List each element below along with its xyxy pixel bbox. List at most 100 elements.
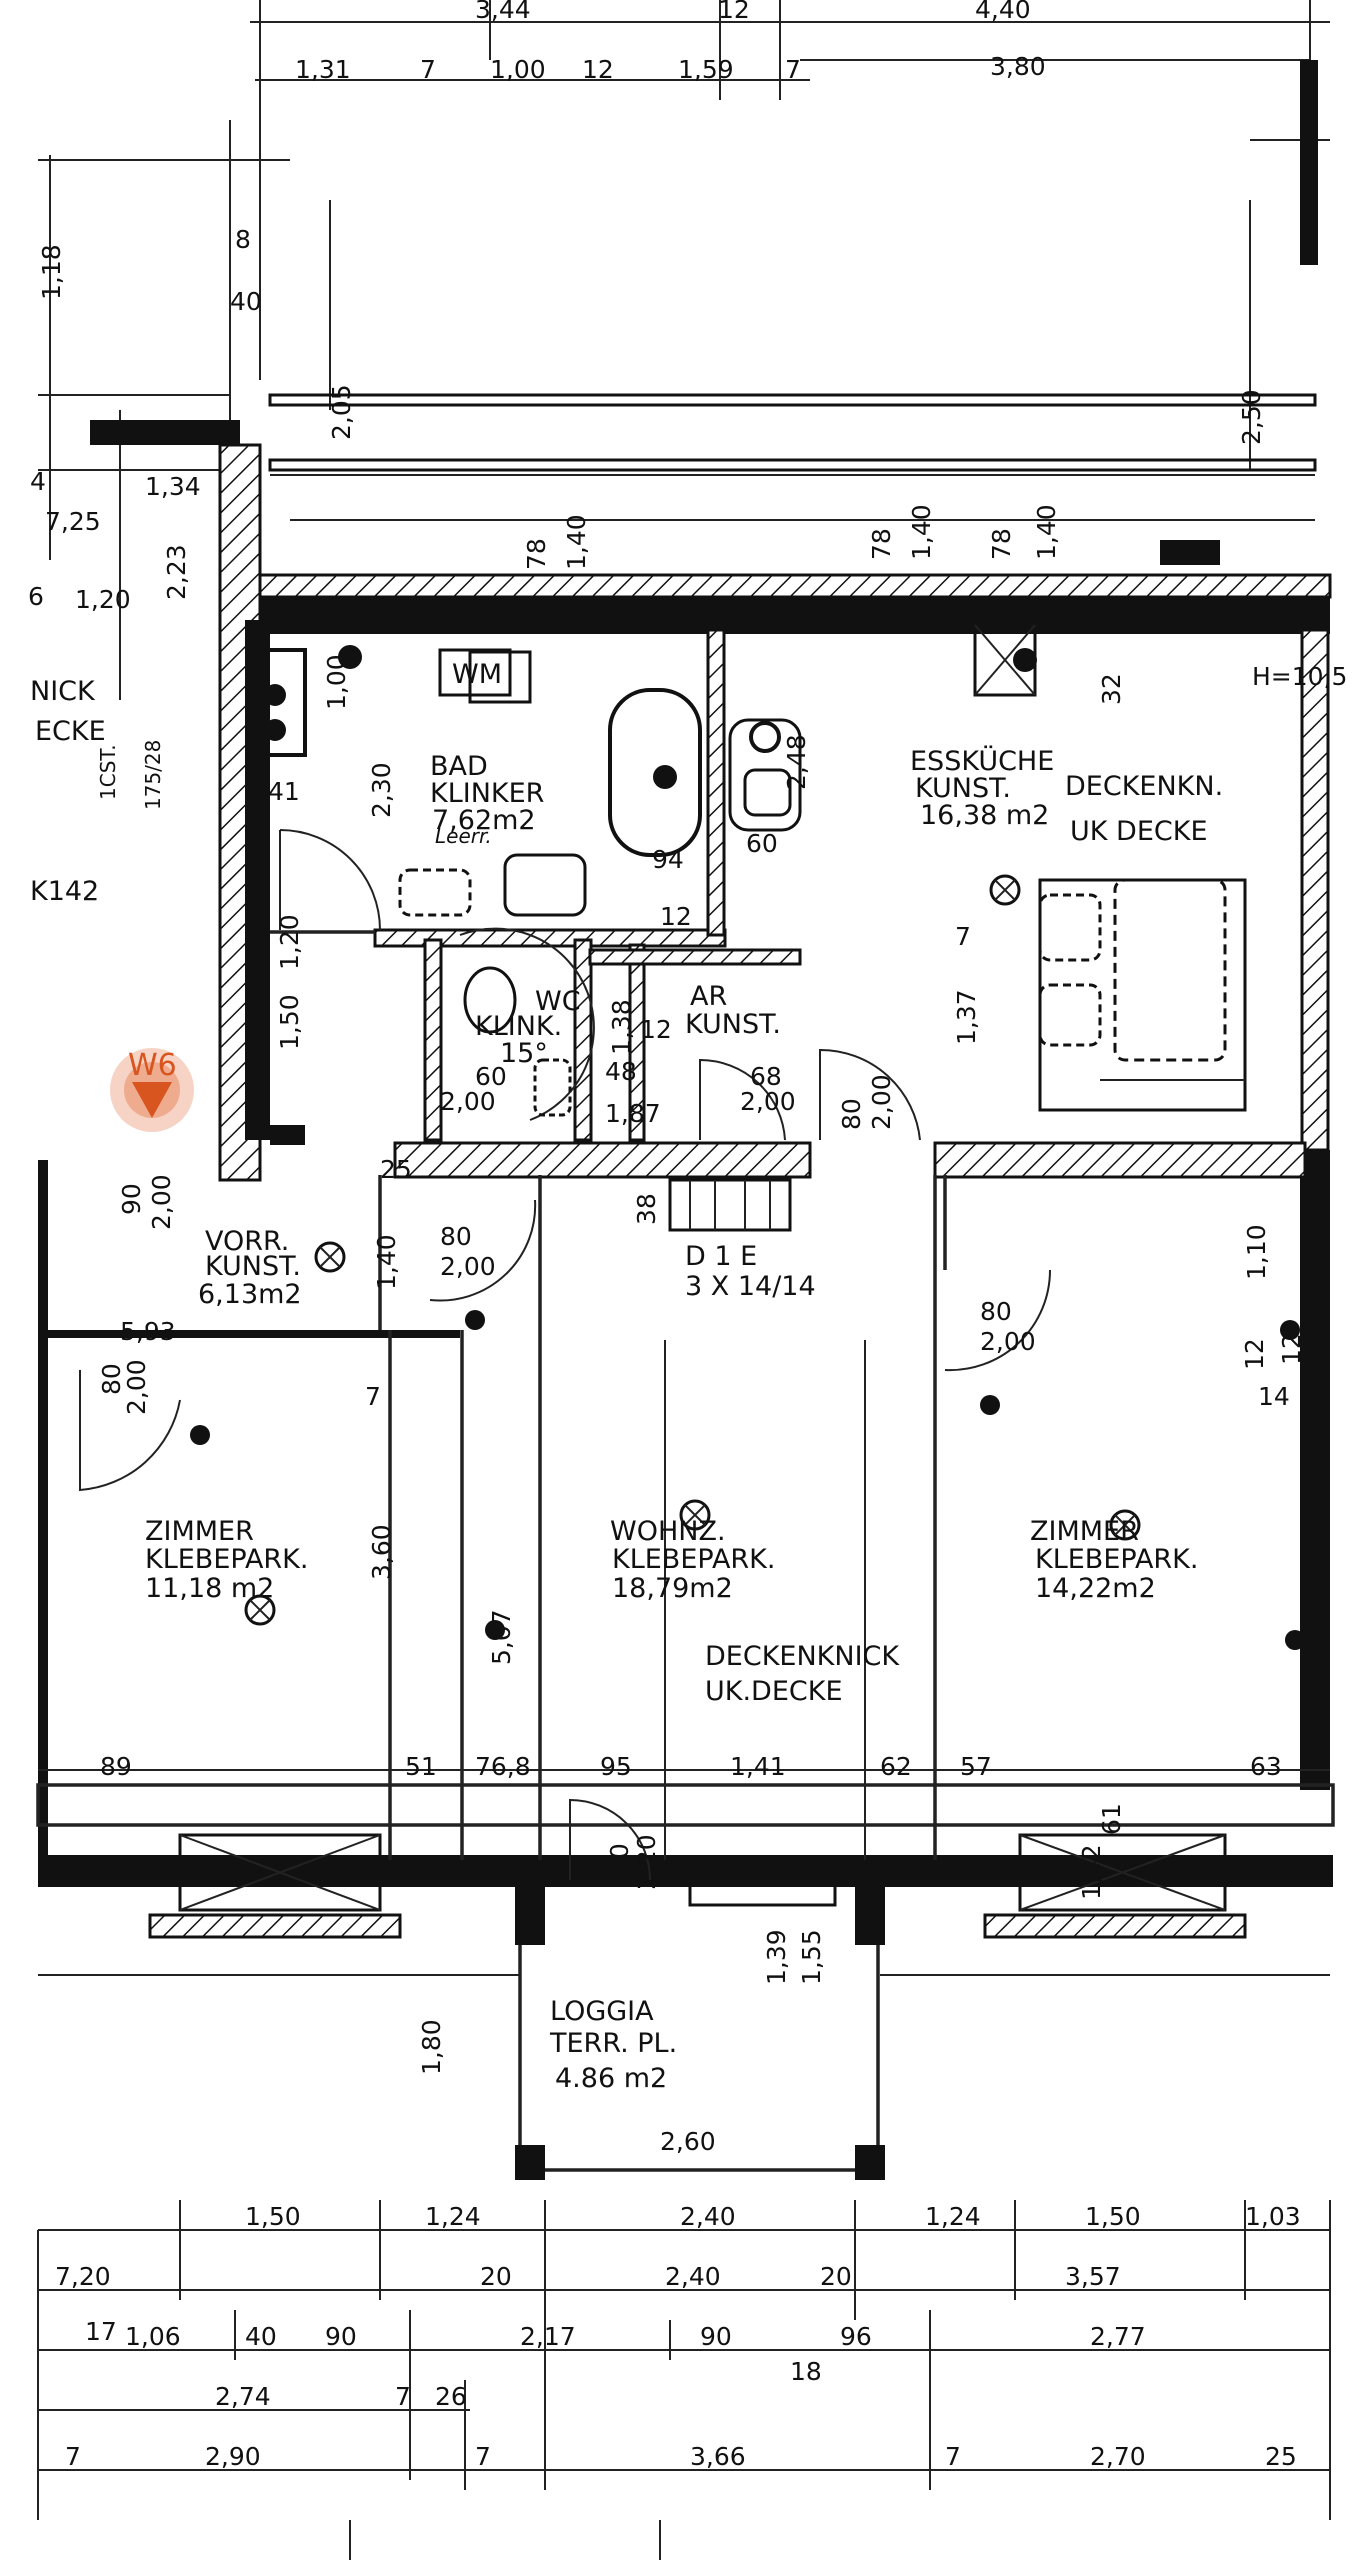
dimension-label: 2,05: [327, 384, 356, 440]
dimension-label: 1,50: [275, 994, 304, 1050]
exterior-walls: [38, 443, 1333, 1887]
dimension-label: 78: [987, 528, 1016, 560]
dimension-label: 2,70: [1090, 2442, 1146, 2471]
dimension-label: 2,00: [147, 1174, 176, 1230]
room-floor: KUNST.: [205, 1251, 301, 1282]
dimension-label: 90: [325, 2322, 357, 2351]
dimension-label: 2,23: [162, 544, 191, 600]
dimension-label: 1,31: [295, 55, 351, 84]
dimension-label: 80: [440, 1222, 472, 1251]
dimension-label: 7: [365, 1382, 381, 1411]
dimension-label: 1,18: [37, 244, 66, 300]
dimension-label: 1,20: [75, 585, 131, 614]
dimension-label: 2,74: [215, 2382, 271, 2411]
dimension-label: 95: [600, 1752, 632, 1781]
room-label-zimmer-right: ZIMMER KLEBEPARK. 14,22m2: [1030, 1516, 1198, 1604]
dimension-label: 5,93: [120, 1317, 176, 1346]
dimension-label: 1,24: [925, 2202, 981, 2231]
interior-walls: [40, 628, 1307, 1860]
dimension-label: 20: [480, 2262, 512, 2291]
stair-label: D 1 E 3 X 14/14: [685, 1241, 816, 1302]
dimension-label: 1,00: [490, 55, 546, 84]
room-area: 14,22m2: [1035, 1573, 1156, 1604]
dimension-label: 1,50: [1085, 2202, 1141, 2231]
stair-spec: 3 X 14/14: [685, 1271, 816, 1302]
dimension-label: 1,50: [245, 2202, 301, 2231]
side-label: NICK: [30, 676, 96, 707]
stair-name: D 1 E: [685, 1241, 757, 1272]
dimension-label: 2,50: [1237, 389, 1266, 445]
room-name: LOGGIA: [550, 1996, 654, 2027]
dimension-label: 2,00: [440, 1252, 496, 1281]
window-frames: [36, 1783, 1335, 1976]
dimension-label: 4,40: [975, 0, 1031, 24]
dimension-label: 76,8: [475, 1752, 531, 1781]
dimension-label: 2,00: [122, 1359, 151, 1415]
dimension-label: 90: [700, 2322, 732, 2351]
dimension-label: 2,17: [520, 2322, 576, 2351]
dimension-label: 1,10: [1242, 1224, 1271, 1280]
room-name: WC: [535, 986, 581, 1017]
room-angle: 15°: [500, 1038, 548, 1069]
dimension-label: 12: [582, 55, 614, 84]
dimension-label: 2,60: [660, 2127, 716, 2156]
washing-machine-label: WM: [452, 659, 502, 690]
room-floor: KLEBEPARK.: [612, 1544, 775, 1575]
note-line: UK DECKE: [1070, 816, 1208, 847]
room-area: 18,79m2: [612, 1573, 733, 1604]
dimension-label: 7,20: [55, 2262, 111, 2291]
dimension-label: 12: [718, 0, 750, 24]
room-label-esskueche: ESSKÜCHE KUNST. 16,38 m2: [910, 745, 1054, 831]
dimension-label: 1,40: [1032, 504, 1061, 560]
dimension-label: 2,00: [740, 1087, 796, 1116]
door-swings: [79, 829, 1052, 1881]
dimension-label: 1,80: [417, 2019, 446, 2075]
dimension-label: 90: [117, 1183, 146, 1215]
room-area: 11,18 m2: [145, 1573, 274, 1604]
dimension-label: 7: [785, 55, 801, 84]
dimension-label: 1,42: [1077, 1844, 1106, 1900]
dimension-label: 1,03: [1245, 2202, 1301, 2231]
dimension-label: 4: [30, 467, 46, 496]
dimension-label: 63: [1250, 1752, 1282, 1781]
dimension-label: 1,20: [275, 914, 304, 970]
dimension-label: 2,00: [440, 1087, 496, 1116]
balcony-railing: [268, 393, 1317, 521]
room-name: AR: [690, 981, 727, 1012]
dimension-label: 1,38: [607, 999, 636, 1055]
room-floor: KLINK.: [475, 1011, 562, 1042]
stair: [668, 1178, 792, 1232]
dimension-label: 78: [867, 528, 896, 560]
note-line: DECKENKN.: [1065, 771, 1223, 802]
dimension-label: 12: [1277, 1333, 1306, 1365]
dimension-label: 2,40: [665, 2262, 721, 2291]
dimension-label: 60: [746, 829, 778, 858]
marker-label: W6: [128, 1048, 177, 1083]
dimension-label: 1,06: [125, 2322, 181, 2351]
dimension-label: 1,40: [372, 1234, 401, 1290]
dimension-label: 57: [960, 1752, 992, 1781]
dimension-label: 1,55: [797, 1929, 826, 1985]
room-label-ar: AR KUNST.: [685, 981, 781, 1040]
wall-segment: [90, 420, 240, 445]
room-area: 6,13m2: [198, 1279, 302, 1310]
dimension-label: 32: [1097, 673, 1126, 705]
room-name: WOHNZ.: [610, 1516, 726, 1547]
dimension-label: 7: [955, 922, 971, 951]
dimension-label: 1,24: [425, 2202, 481, 2231]
dimension-label: 2,40: [680, 2202, 736, 2231]
dimension-label: 3,60: [367, 1524, 396, 1580]
dimension-label: 62: [880, 1752, 912, 1781]
dimension-label: 78: [522, 538, 551, 570]
dimension-label: 96: [840, 2322, 872, 2351]
dimension-label: 89: [100, 1752, 132, 1781]
room-area: 4.86 m2: [555, 2063, 667, 2094]
dimension-label: 1,00: [322, 654, 351, 710]
note-deckenknick-living: DECKENKNICK UK.DECKE: [705, 1641, 900, 1707]
dimension-label: 7,25: [45, 507, 101, 536]
dimension-label: 1,39: [762, 1929, 791, 1985]
room-label-loggia: LOGGIA TERR. PL. 4.86 m2: [549, 1996, 677, 2094]
